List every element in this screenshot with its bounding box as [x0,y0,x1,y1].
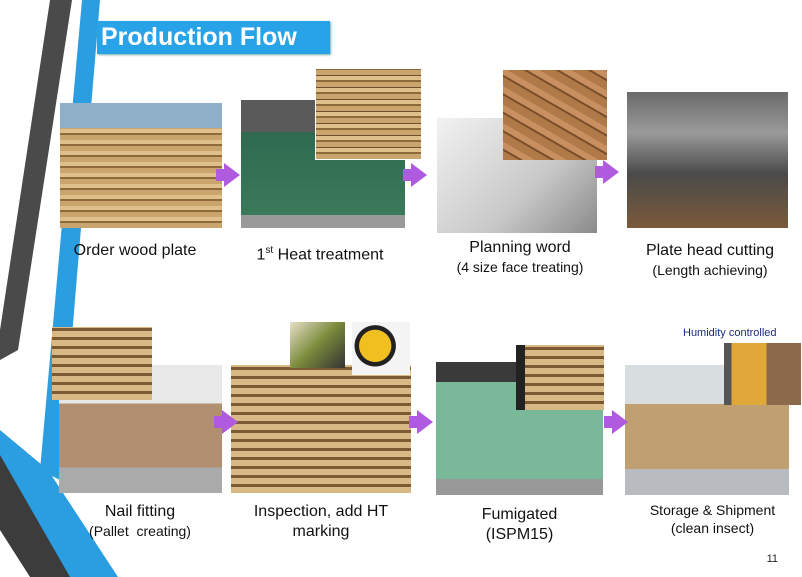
step-label: Nail fitting(Pallet creating) [89,503,191,539]
corner-dark [0,455,70,577]
page-number: 11 [766,553,778,565]
tape-measure-inset-photo [352,322,410,375]
step-label: 1st Heat treatment [256,245,384,264]
arrow-right-icon [216,163,240,187]
arrow-right-icon [595,160,619,184]
arrow-right-icon [604,410,628,434]
arrow-right-icon [403,163,427,187]
order-wood-photo [60,103,222,228]
step-label: Planning word(4 size face treating) [456,239,584,275]
fumigation-inset-photo [516,345,604,410]
dark-stripe [0,0,72,360]
planed-wood-inset-photo [503,70,607,160]
moisture-meter-inset-photo [290,322,345,368]
arrow-right-icon [409,410,433,434]
page-title: Production Flow [97,21,330,54]
humidity-inset-photo [724,343,801,405]
arrow-right-icon [214,410,238,434]
cutting-machine-photo [627,92,788,228]
step-label: Fumigated(ISPM15) [481,506,558,543]
step-label: Order wood plate [73,242,197,259]
inspection-photo [231,365,411,493]
pallet-inset-photo [52,327,152,400]
step-label: Plate head cutting(Length achieving) [645,242,775,278]
humidity-annotation: Humidity controlled [683,327,777,339]
heat-wood-inset-photo [315,68,422,160]
step-label: Storage & Shipment(clean insect) [649,502,776,536]
